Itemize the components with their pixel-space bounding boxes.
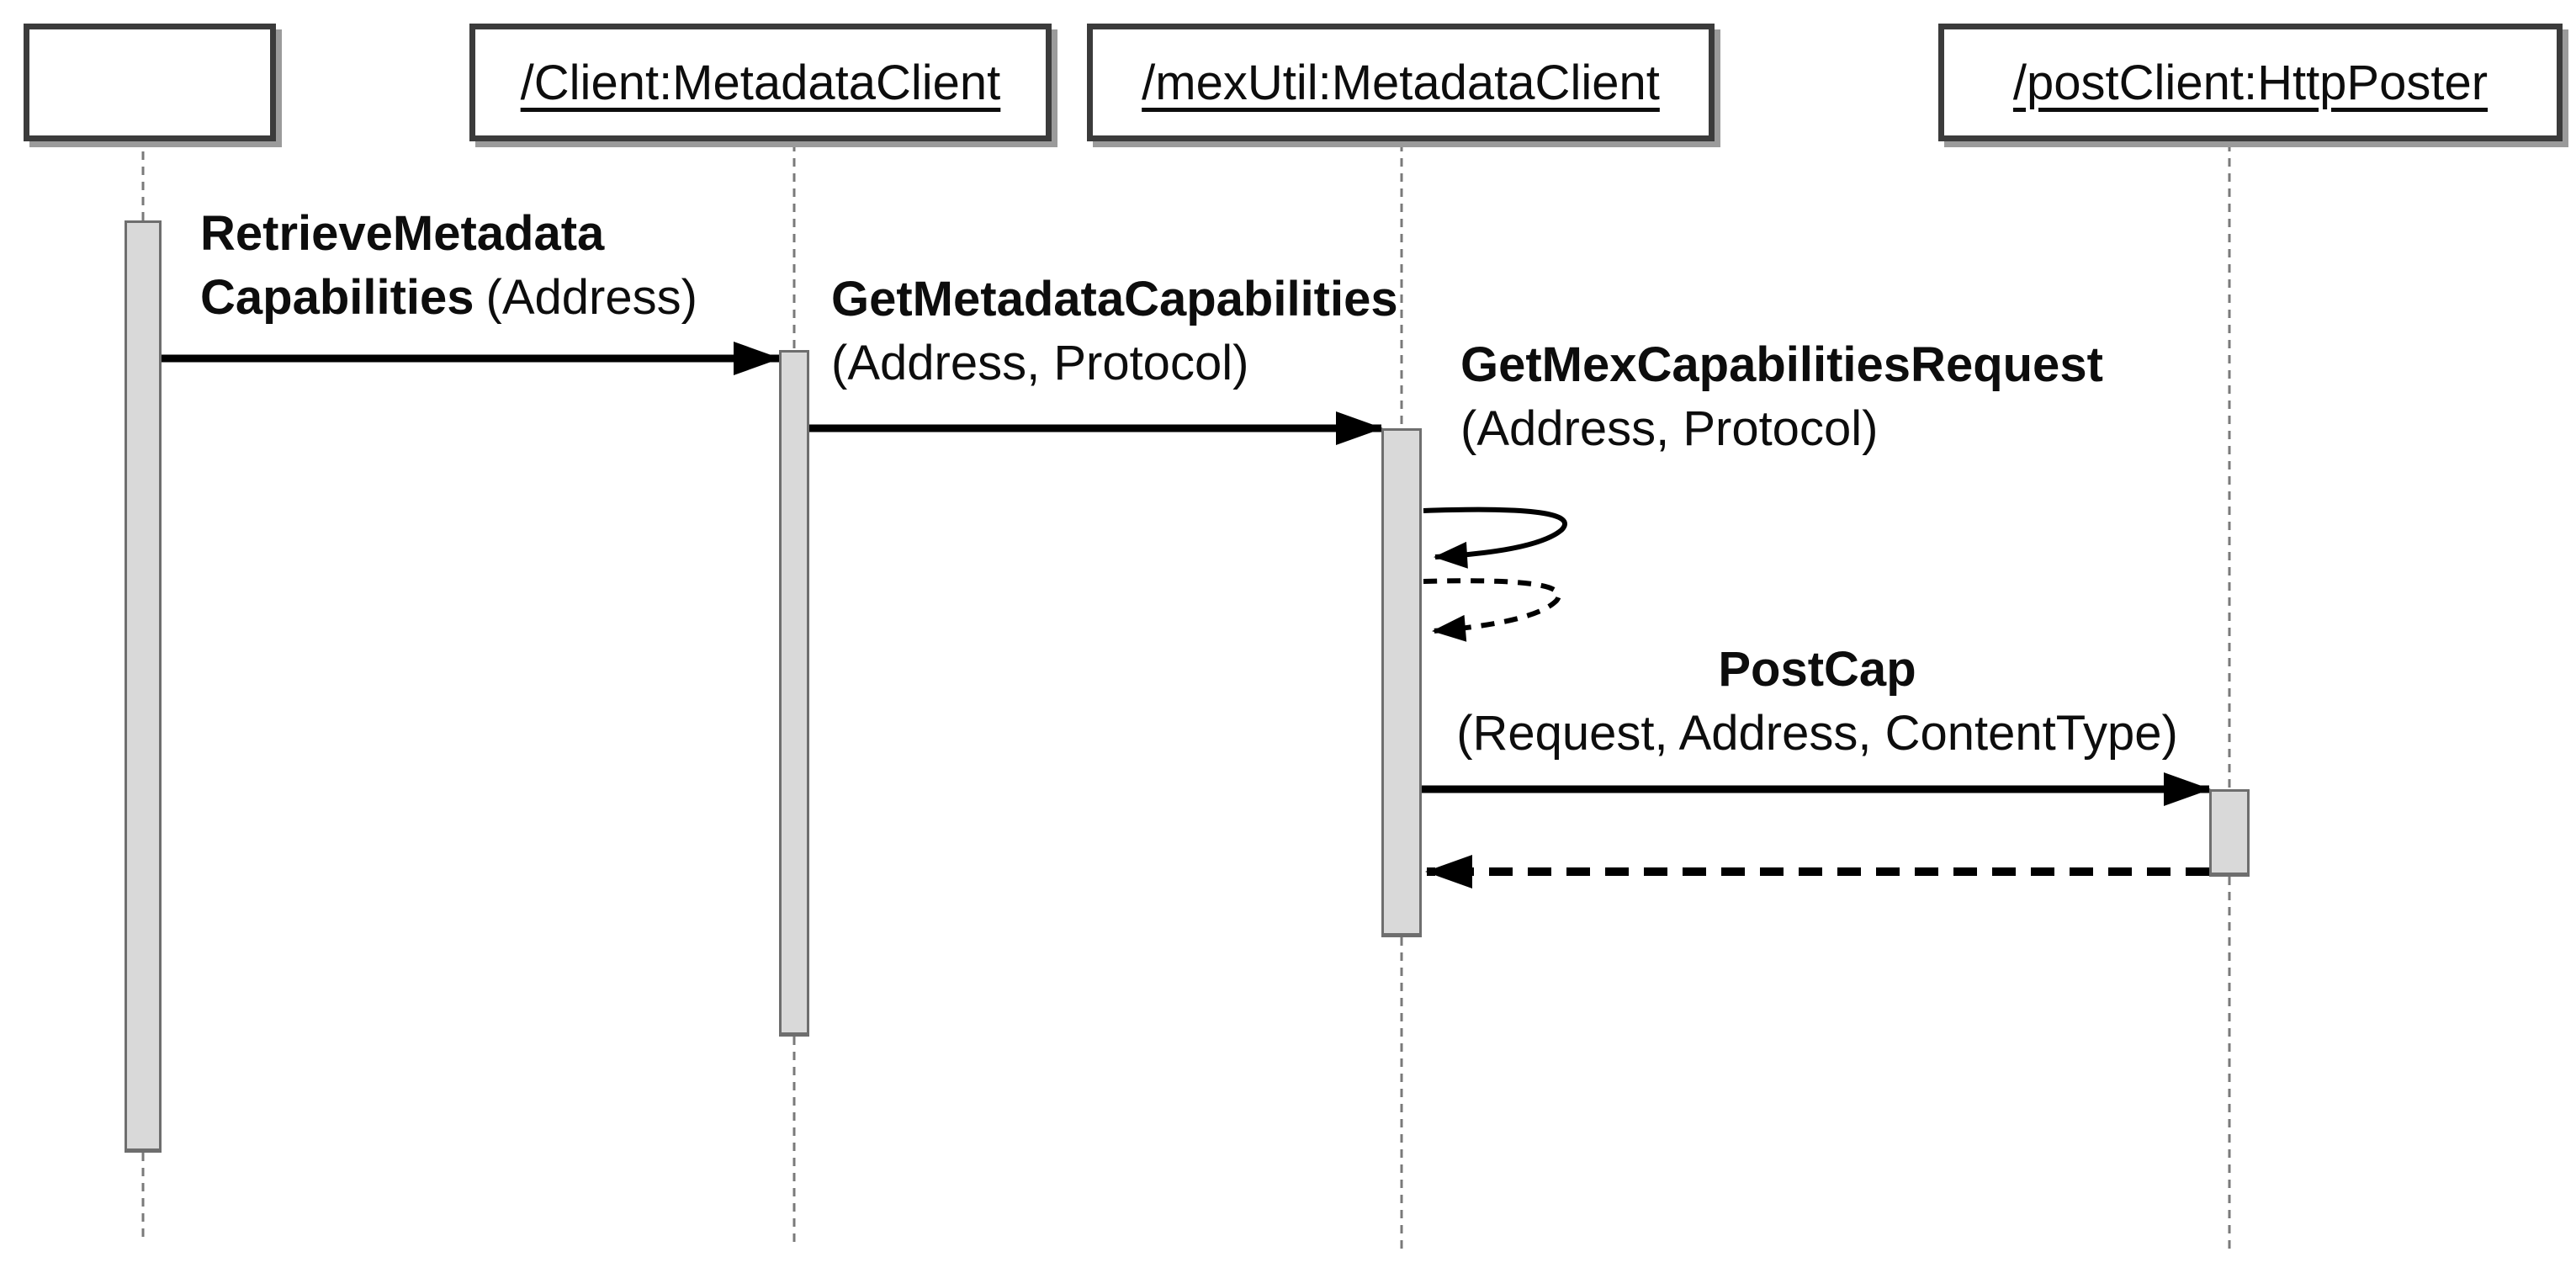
self-message-arrow-get-mex-request — [1423, 507, 1567, 569]
lifeline-head-postclient: /postClient:HttpPoster — [1938, 24, 2563, 141]
message-name: RetrieveMetadata — [200, 206, 605, 261]
lifeline-head-client-label: /Client:MetadataClient — [520, 55, 1001, 110]
message-params: (Address, Protocol) — [831, 336, 1249, 390]
self-message-return-dashed — [1423, 578, 1561, 642]
message-name: PostCap — [1718, 642, 1916, 697]
activation-bar-client — [779, 350, 809, 1037]
message-name: GetMexCapabilitiesRequest — [1460, 337, 2103, 392]
message-label-get-metadata-capabilities: GetMetadataCapabilities (Address, Protoc… — [831, 268, 1398, 395]
lifeline-head-mexutil-label: /mexUtil:MetadataClient — [1142, 55, 1660, 110]
message-label-get-mex-capabilities-request: GetMexCapabilitiesRequest (Address, Prot… — [1460, 333, 2103, 461]
activation-bar-anonymous — [125, 220, 162, 1153]
lifeline-head-anonymous — [24, 24, 276, 141]
lifeline-head-client: /Client:MetadataClient — [469, 24, 1052, 141]
message-label-retrieve-metadata: RetrieveMetadata Capabilities(Address) — [200, 202, 697, 330]
activation-bar-mexutil — [1381, 428, 1422, 937]
message-name-line2: Capabilities — [200, 270, 474, 325]
message-params: (Address, Protocol) — [1460, 401, 1879, 456]
lifeline-head-postclient-label: /postClient:HttpPoster — [2012, 55, 2489, 110]
message-label-post-cap: PostCap (Request, Address, ContentType) — [1430, 638, 2204, 766]
message-params: (Address) — [485, 270, 697, 325]
activation-bar-postclient — [2209, 789, 2250, 877]
message-params: (Request, Address, ContentType) — [1456, 706, 2178, 761]
lifeline-head-mexutil: /mexUtil:MetadataClient — [1087, 24, 1715, 141]
message-name: GetMetadataCapabilities — [831, 272, 1398, 326]
